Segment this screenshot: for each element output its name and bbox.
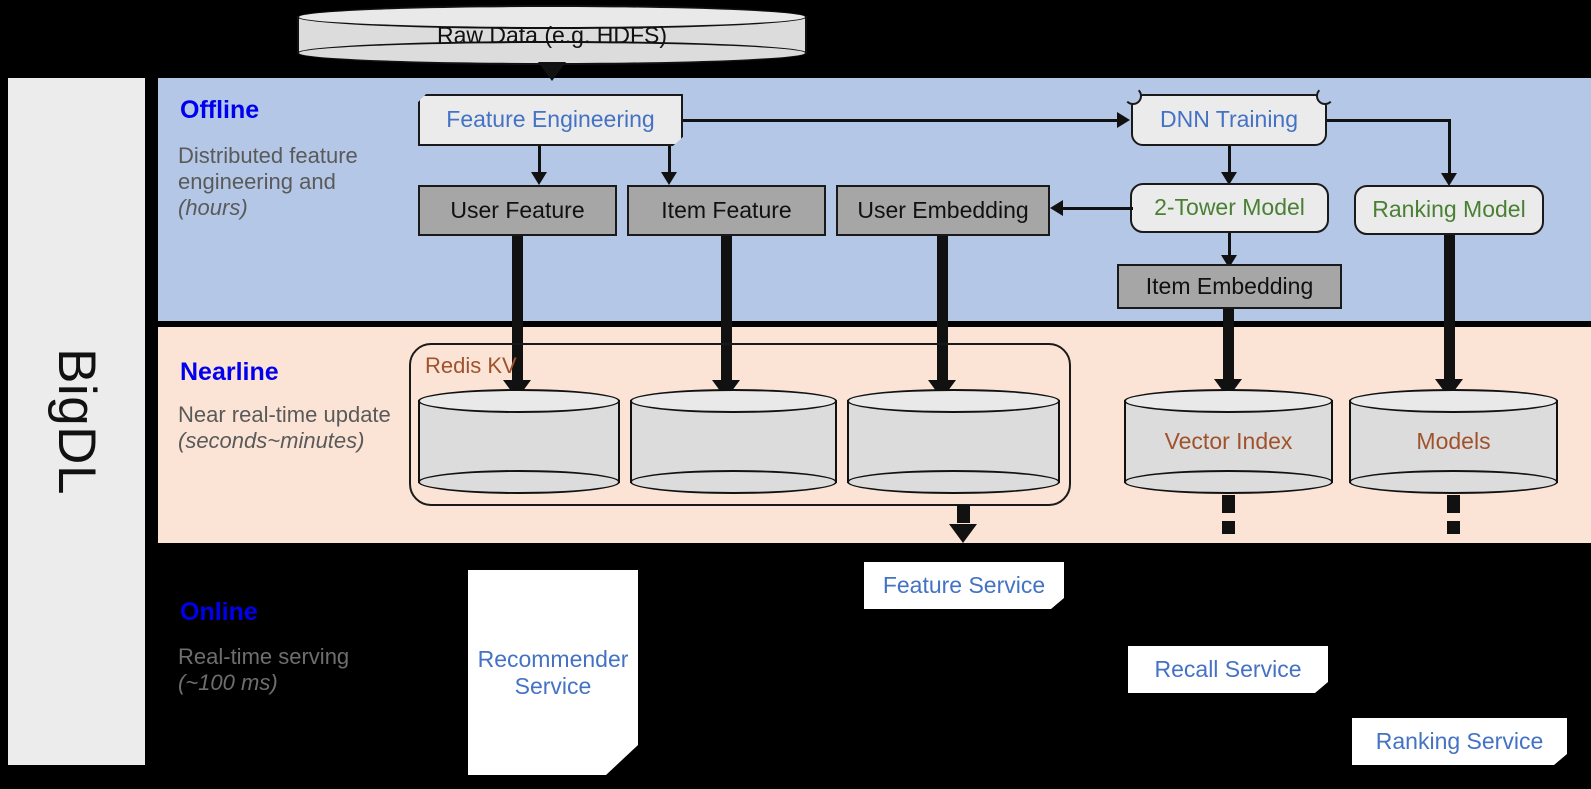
bigdl-brand-text: BigDL [47,348,107,495]
node-user-feature: User Feature [418,185,617,236]
band-title-online: Online [180,598,258,626]
redis-kv-label: Redis KV [425,353,517,378]
user-feature-label: User Feature [450,196,585,223]
feature-service-label: Feature Service [882,572,1046,598]
cylinder-top [297,5,807,29]
band-subtitle-offline-em: (hours) [178,194,248,220]
arrow-dnn-to-twotower [1221,172,1237,185]
band-subtitle-nearline-em: (seconds~minutes) [178,427,365,453]
node-user-embedding: User Embedding [836,185,1050,236]
arrow-twotower-to-userembedding [1050,200,1063,216]
recommender-service-label: Recommender Service [477,645,629,699]
ranking-model-label: Ranking Model [1372,196,1526,223]
cylinder-top [847,389,1060,413]
edge-twotower-to-itemembedding [1228,233,1231,263]
raw-data-cylinder: Raw Data (e.g. HDFS) [297,5,807,65]
dash-vectorindex-1 [1222,495,1235,513]
edge-featureeng-to-dnn [683,119,1118,122]
node-two-tower-model: 2-Tower Model [1130,183,1329,233]
vector-index-cylinder: Vector Index [1124,389,1333,494]
vector-index-label: Vector Index [1164,428,1293,454]
pipe-itemfeature-to-redis [721,236,732,391]
cylinder-bottom [630,470,837,494]
band-title-offline: Offline [180,96,260,124]
band-subtitle-online-text: Real-time serving [178,644,350,669]
redis-kv-container [409,343,1071,506]
raw-data-label: Raw Data (e.g. HDFS) [436,21,668,48]
item-feature-label: Item Feature [661,196,792,223]
band-title-nearline: Nearline [180,358,279,386]
edge-dnn-to-rankingmodel-v [1448,119,1451,179]
band-subtitle-online-em: (~100 ms) [178,669,278,695]
band-subtitle-nearline: Near real-time update (seconds~minutes) [178,402,428,454]
node-item-feature: Item Feature [627,185,826,236]
dash-models-2 [1447,521,1460,534]
pipe-rankingmodel-to-models [1444,235,1455,390]
dash-models-1 [1447,495,1460,513]
redis-cylinder-item-feature [630,389,837,494]
feature-engineering-label: Feature Engineering [446,106,655,133]
edge-twotower-to-userembedding [1063,207,1133,210]
arrow-featureeng-to-dnn [1117,112,1130,128]
user-embedding-label: User Embedding [857,196,1029,223]
models-cylinder: Models [1349,389,1558,494]
redis-cylinder-user-embedding [847,389,1060,494]
edge-dnn-to-rankingmodel-h [1327,119,1450,122]
arrow-featureeng-to-itemfeature [661,172,677,185]
arrow-rawdata-to-featureeng [538,62,566,81]
cylinder-top [418,389,620,413]
node-ranking-service[interactable]: Ranking Service [1352,718,1567,765]
two-tower-model-label: 2-Tower Model [1154,194,1305,221]
pipe-itemembedding-to-vectorindex [1223,309,1234,389]
edge-featureeng-to-userfeature [538,146,541,178]
pipe-userembedding-to-redis [937,236,948,391]
node-feature-service[interactable]: Feature Service [864,562,1064,609]
edge-dnn-to-twotower [1228,146,1231,178]
arrow-featureeng-to-userfeature [531,172,547,185]
redis-cylinder-user-feature [418,389,620,494]
cylinder-top [1349,389,1558,413]
node-item-embedding: Item Embedding [1117,264,1342,309]
cylinder-bottom [1349,470,1558,494]
item-embedding-label: Item Embedding [1145,272,1314,299]
dash-vectorindex-2 [1222,521,1235,534]
node-feature-engineering: Feature Engineering [418,94,683,146]
models-label: Models [1416,428,1491,454]
arrow-redis-to-featureservice [949,524,977,543]
cylinder-bottom [418,470,620,494]
band-subtitle-nearline-text: Near real-time update [178,402,391,427]
band-subtitle-online: Real-time serving (~100 ms) [178,644,408,696]
dash-redis-to-featureservice-1 [957,505,970,523]
cylinder-bottom [847,470,1060,494]
bigdl-rail: BigDL [8,78,145,765]
recall-service-label: Recall Service [1154,656,1302,682]
node-dnn-training: DNN Training [1124,87,1334,146]
node-recommender-service[interactable]: Recommender Service [468,570,638,775]
arrow-dnn-to-rankingmodel [1441,173,1457,186]
cylinder-top [630,389,837,413]
edge-featureeng-to-itemfeature [668,146,671,178]
node-border [418,94,683,146]
ranking-service-label: Ranking Service [1375,728,1544,754]
bigdl-brand-label: BigDL [8,78,145,765]
node-recall-service[interactable]: Recall Service [1128,646,1328,693]
cylinder-bottom [1124,470,1333,494]
pipe-userfeature-to-redis [512,236,523,391]
cylinder-top [1124,389,1333,413]
dnn-training-label: DNN Training [1159,106,1299,133]
node-ranking-model: Ranking Model [1354,185,1544,235]
band-subtitle-offline: Distributed feature engineering and (hou… [178,143,393,221]
band-subtitle-offline-text: Distributed feature engineering and [178,143,358,194]
